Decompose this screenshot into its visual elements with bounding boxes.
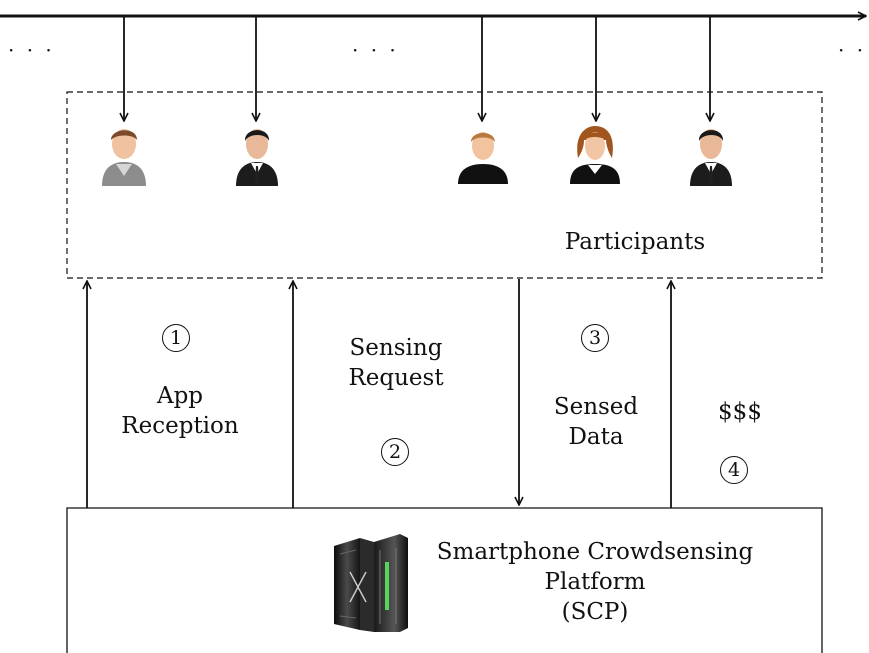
platform-label: Smartphone Crowdsensing Platform (SCP) (436, 539, 754, 625)
businessman-avatar-icon (690, 129, 732, 186)
step-number-4: 4 (720, 456, 748, 484)
step-number-3: 3 (581, 324, 609, 352)
payment-label: $$$ (718, 399, 762, 425)
woman-avatar-icon (570, 126, 620, 184)
step-number-2: 2 (381, 438, 409, 466)
timeline-ellipsis-middle: · · · (352, 38, 399, 62)
timeline-ellipsis-right: · · · (838, 38, 869, 62)
step-number-1: 1 (162, 324, 190, 352)
man-casual-avatar-icon (102, 129, 146, 186)
businessman-avatar-icon (236, 129, 278, 186)
sensed-data-label: Sensed Data (553, 394, 639, 450)
app-reception-label: App Reception (121, 383, 239, 439)
platform-box (66, 507, 823, 653)
participants-label: Participants (564, 229, 706, 255)
server-rack-icon (334, 534, 408, 632)
sensing-request-label: Sensing Request (348, 335, 444, 391)
timeline-ellipsis-left: · · · (8, 38, 55, 62)
man-silhouette-avatar-icon (458, 132, 508, 184)
